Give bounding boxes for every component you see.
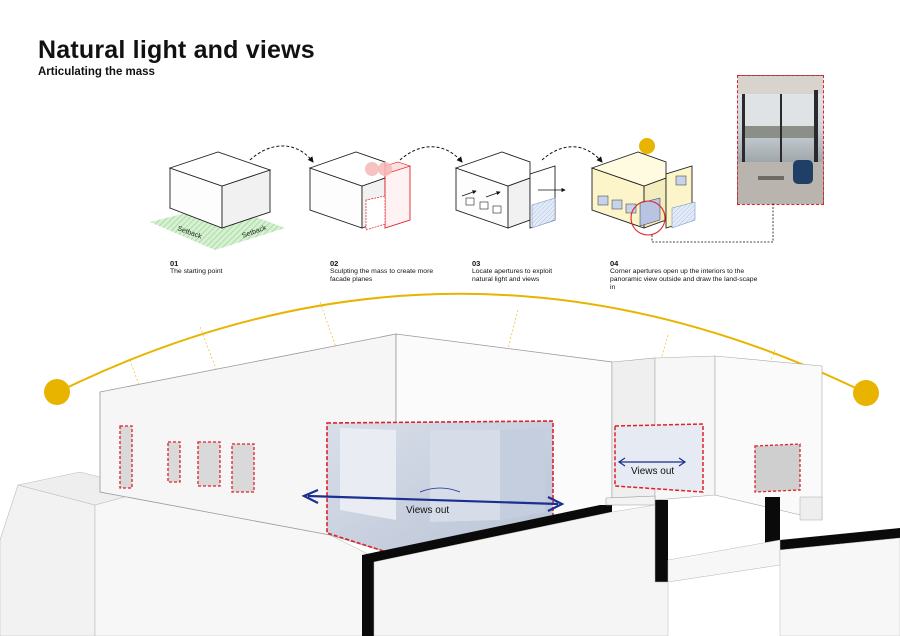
- step-arrow-1: [249, 145, 314, 163]
- step-3-description: Locate apertures to exploit natural ligh…: [472, 268, 553, 283]
- page-title: Natural light and views: [38, 36, 315, 64]
- step-3-number: 03: [472, 259, 481, 268]
- step-1-massing: Setback Setback: [150, 151, 285, 250]
- step-2-description: Sculpting the mass to create more facade…: [330, 268, 434, 283]
- interior-photo: [737, 75, 824, 205]
- step-2-massing: [308, 151, 411, 231]
- step-2-number: 02: [330, 259, 339, 268]
- views-out-label-main: Views out: [406, 505, 449, 516]
- sun-path-arc: [57, 292, 867, 394]
- step-3-massing: [454, 151, 566, 229]
- step-4-massing: [590, 138, 774, 243]
- step-1-description: The starting point: [170, 268, 223, 275]
- sun-icon-right: [853, 380, 879, 406]
- sun-icon-left: [44, 379, 70, 405]
- page-subtitle: Articulating the mass: [38, 66, 155, 78]
- sun-icon-small: [639, 138, 655, 154]
- main-perspective-section: Views out Views out: [0, 292, 900, 636]
- step-arrow-2: [399, 146, 463, 163]
- step-1-number: 01: [170, 259, 179, 268]
- step-4-number: 04: [610, 259, 619, 268]
- step-4-description: Corner apertures open up the interiors t…: [610, 268, 758, 291]
- views-out-label-small: Views out: [631, 466, 674, 477]
- step-arrow-3: [541, 146, 603, 163]
